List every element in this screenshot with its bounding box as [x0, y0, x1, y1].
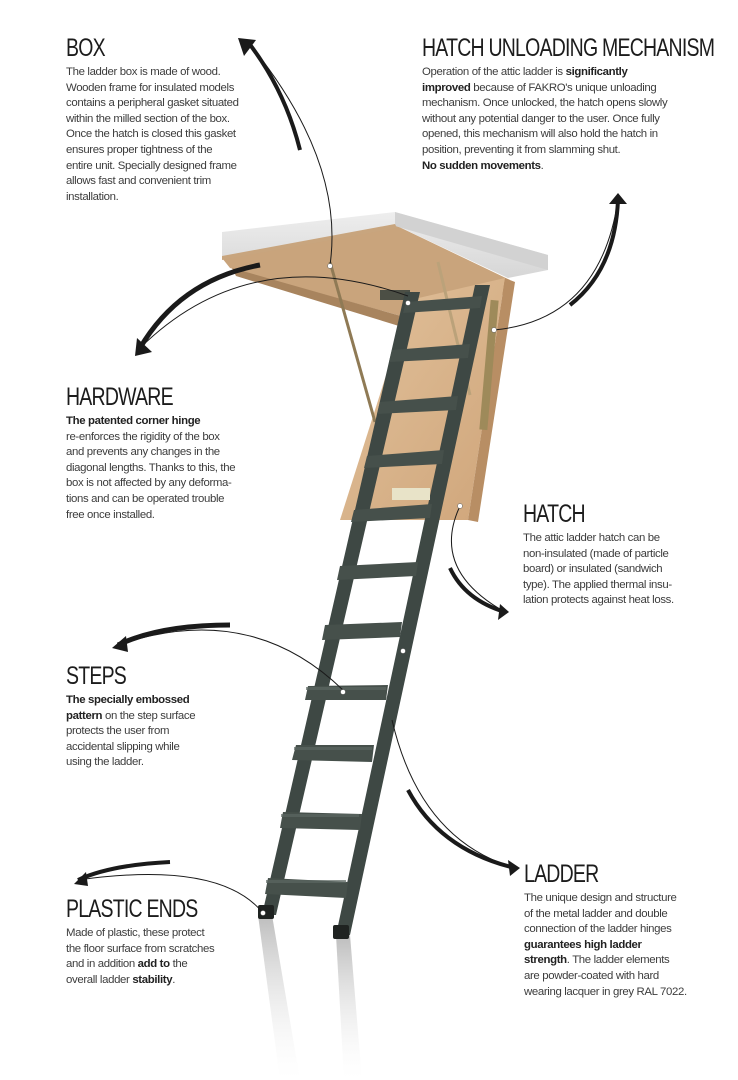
box-leader-line [247, 41, 333, 266]
section-title: BOX [66, 34, 106, 62]
box-anchor-dot [327, 263, 333, 269]
box-frame [222, 212, 548, 278]
leg-shadow-right [336, 935, 362, 1080]
steps-anchor-dot [340, 689, 346, 695]
hatch-arrow-head [498, 604, 509, 620]
section-title: PLASTIC ENDS [66, 895, 198, 923]
section-body: The patented corner hinge re-enforces th… [66, 415, 236, 521]
hardware-arrow-head [135, 338, 152, 356]
leg-shadow-left [258, 915, 300, 1080]
section-body: The unique design and structure of the m… [524, 892, 687, 998]
ladder-rail-right [336, 285, 490, 935]
section-title: HATCH [523, 500, 586, 528]
hatch-label-sticker [392, 488, 430, 500]
plastic-ends-arrow-head [74, 872, 88, 886]
section-title: HARDWARE [66, 383, 174, 411]
section-box: BOX The ladder box is made of wood. Wood… [66, 36, 296, 205]
section-hatch: HATCH The attic ladder hatch can be non-… [523, 502, 723, 609]
box-arrow-head [238, 38, 256, 56]
box-edge-strip [222, 224, 397, 260]
section-ladder: LADDER The unique design and structure o… [524, 862, 724, 1000]
section-body: The attic ladder hatch can be non-insula… [523, 532, 674, 607]
plastic-end-right [333, 925, 349, 939]
ladder-arrow-head [508, 860, 520, 876]
section-title: HATCH UNLOADING MECHANISM [422, 34, 715, 62]
left-support-arm [328, 261, 377, 423]
section-body: The specially embossed pattern on the st… [66, 694, 196, 769]
section-body: Made of plastic, these protect the floor… [66, 927, 215, 986]
section-plastic-ends: PLASTIC ENDS Made of plastic, these prot… [66, 897, 266, 988]
box-frame-side [395, 212, 548, 270]
hatch-anchor-dot [457, 503, 463, 509]
ladder-steps [265, 296, 482, 898]
steps-arrow-head [112, 636, 128, 652]
corner-hinge [380, 290, 410, 300]
section-body: The ladder box is made of wood. Wooden f… [66, 66, 239, 203]
section-steps: STEPS The specially embossed pattern on … [66, 664, 256, 771]
section-title: LADDER [524, 860, 599, 888]
section-hardware: HARDWARE The patented corner hinge re-en… [66, 385, 266, 523]
section-hatch-unloading-mechanism: HATCH UNLOADING MECHANISM Operation of t… [422, 36, 722, 174]
hinge-anchor-dot [405, 300, 411, 306]
section-body: Operation of the attic ladder is signifi… [422, 66, 668, 172]
section-title: STEPS [66, 662, 127, 690]
plastic-end-anchor-dot [260, 910, 266, 916]
ladder-anchor-dot [400, 648, 406, 654]
hatch-mechanism-arrow-head [609, 193, 627, 204]
mechanism-anchor-dot [491, 327, 497, 333]
hatch-board-edge [468, 278, 515, 522]
